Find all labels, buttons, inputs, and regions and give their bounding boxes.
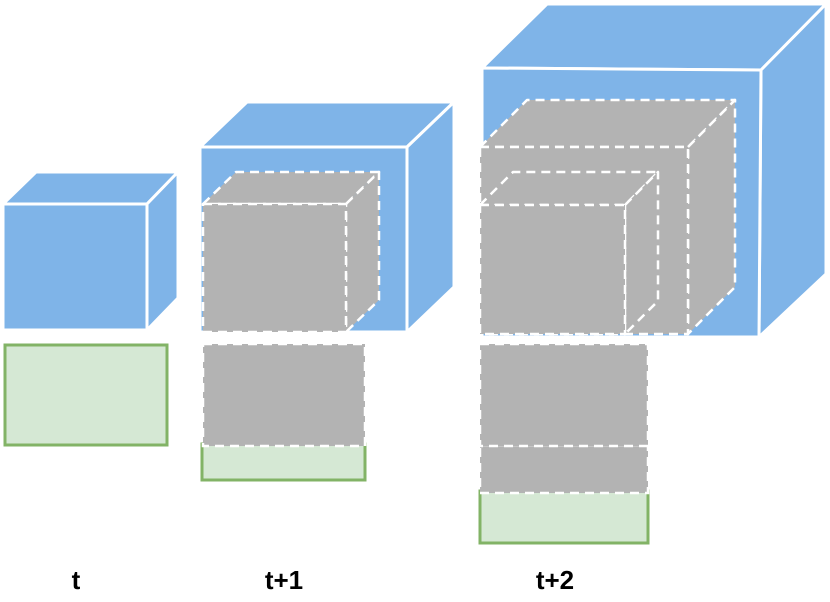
step-t1 — [198, 100, 456, 482]
ghost-cube-t2-small-front — [478, 203, 627, 336]
cube-t — [1, 170, 180, 332]
label-t-plus-1: t+1 — [265, 565, 303, 595]
ghost-cube-t2-small-side — [623, 170, 660, 336]
slab-t2 — [478, 489, 650, 545]
label-t: t — [72, 565, 81, 595]
ghost-cube-t1-front — [201, 202, 348, 334]
step-t2 — [478, 2, 828, 545]
label-t-plus-2: t+2 — [536, 565, 574, 595]
ghost-cube-t2-small — [478, 170, 660, 336]
ghost-slab-t2-upper — [478, 342, 650, 448]
slab-t1 — [200, 442, 367, 482]
ghost-slab-t1 — [201, 342, 367, 448]
step-t — [1, 170, 180, 447]
cube-t-front — [1, 202, 149, 332]
ghost-cube-t1 — [201, 170, 381, 334]
slab-t — [3, 343, 169, 447]
ghost-slab-t2-lower — [478, 443, 650, 495]
